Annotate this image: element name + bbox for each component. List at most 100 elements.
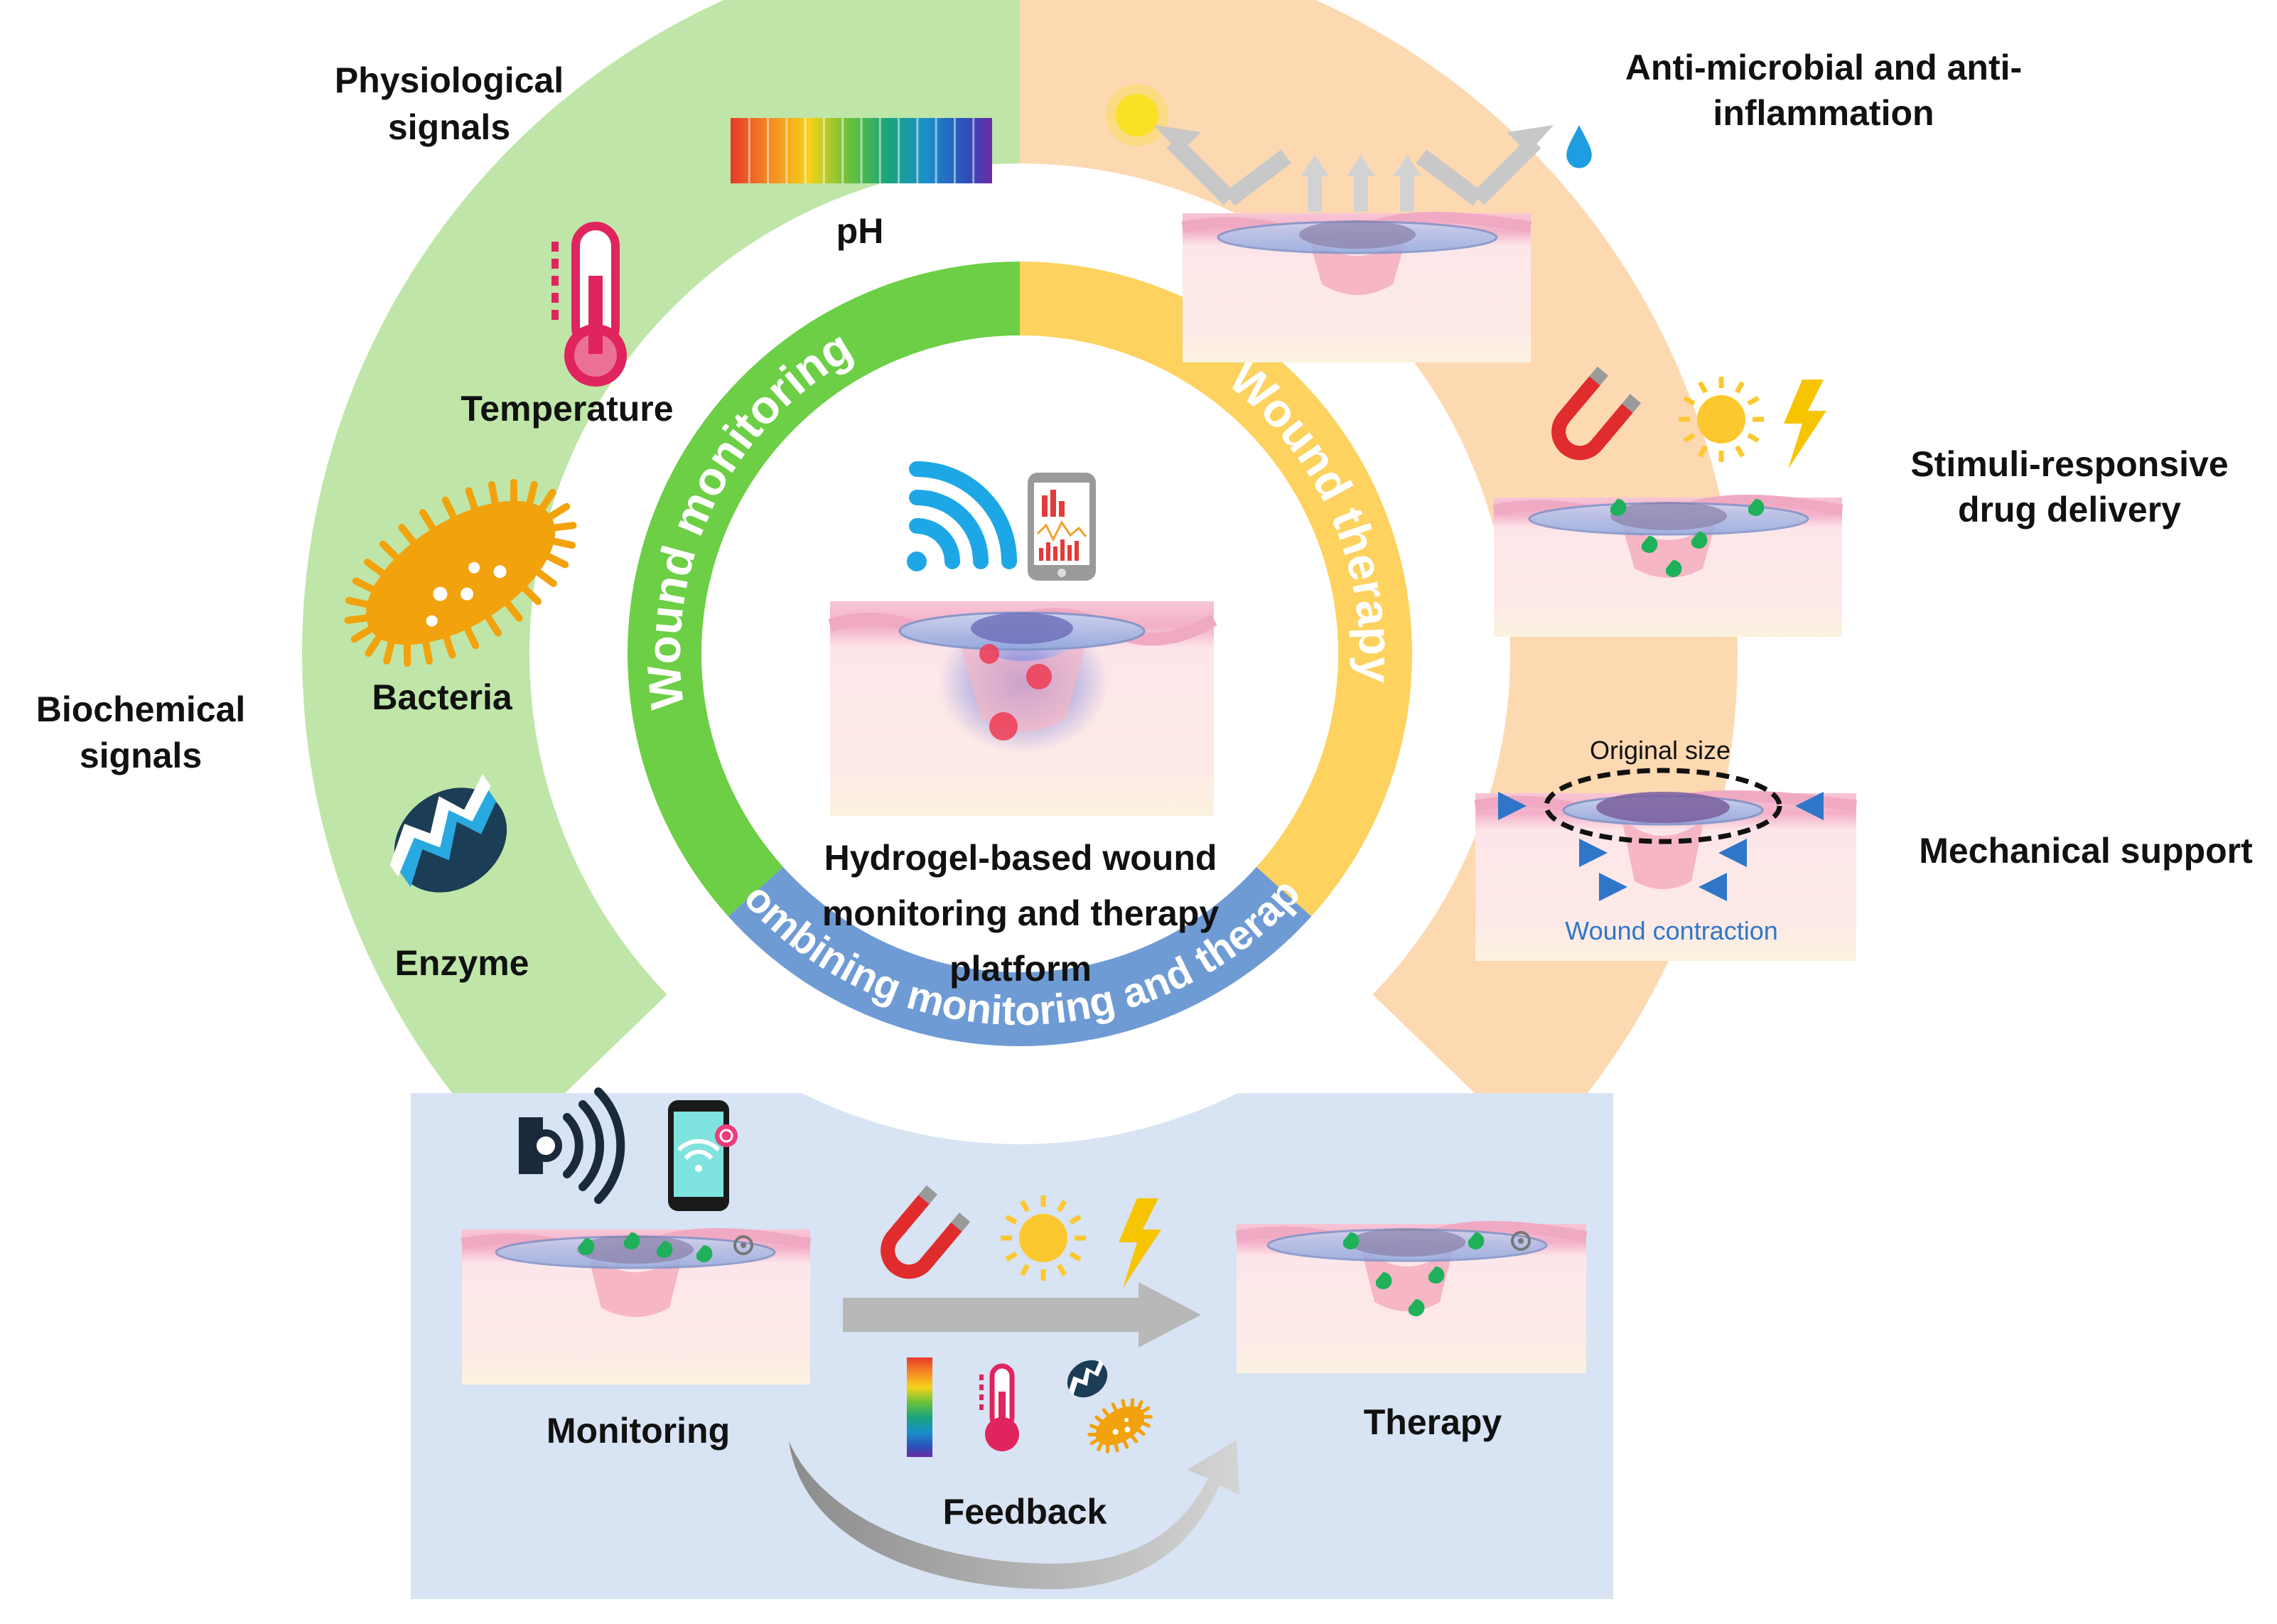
- stimuli-skin-block: [1492, 366, 1843, 637]
- bottom-panel-content: Monitoring: [461, 1087, 1588, 1589]
- bottom-lightning-icon: [1119, 1198, 1161, 1288]
- bacteria-cilium: [1097, 1441, 1104, 1451]
- bacteria-cilium: [344, 614, 370, 624]
- bacteria-cilium: [1122, 1439, 1129, 1449]
- bacteria-cilium: [364, 559, 387, 577]
- droplet-icon: [1566, 125, 1592, 168]
- bottom-thermometer-icon: [979, 1363, 1019, 1451]
- bacteria-cilium: [1141, 1406, 1151, 1414]
- feedback-label: Feedback: [943, 1492, 1107, 1532]
- sun-ray: [1056, 1200, 1067, 1212]
- wound-therapy-segment: [1020, 262, 1412, 917]
- center-title-line-1: Hydrogel-based wound: [824, 838, 1217, 878]
- original-size-label: Original size: [1590, 736, 1730, 765]
- smartphone-wifi-icon: [668, 1100, 738, 1211]
- sun-ray: [1697, 445, 1708, 458]
- center-skin-block: [828, 601, 1217, 816]
- bacteria-cilium: [526, 480, 538, 507]
- bacteria-cilium: [544, 552, 569, 569]
- sun-ray: [1747, 395, 1760, 407]
- bottom-monitoring-label: Monitoring: [547, 1411, 730, 1451]
- bacteria-cilium: [1141, 1421, 1151, 1428]
- bottom-sun-icon: [1001, 1195, 1086, 1281]
- physiological-label-line-1: Physiological: [335, 60, 564, 100]
- bacteria-cilium: [441, 496, 458, 521]
- bacteria-cilium: [345, 596, 371, 608]
- bacteria-icon: [344, 478, 577, 667]
- antimicrobial-skin-block: [1106, 84, 1592, 362]
- biochemical-label-line-2: signals: [80, 736, 202, 775]
- stimuli-label-line-1: Stimuli-responsive: [1910, 444, 2228, 484]
- physiological-label-line-2: signals: [388, 107, 510, 147]
- sun-ray: [1056, 1264, 1067, 1276]
- bacteria-cilium: [350, 625, 374, 643]
- sun-ray: [1019, 1264, 1030, 1276]
- bottom-ph-scale-icon: [907, 1357, 932, 1457]
- bacteria-cilium: [1136, 1400, 1143, 1410]
- sun-ray: [1069, 1251, 1082, 1262]
- sun-ray: [1005, 1251, 1018, 1262]
- sun-ray: [1683, 432, 1696, 443]
- magnet-icon: [1551, 366, 1642, 461]
- original-size-ellipse: [1544, 768, 1782, 844]
- feedback-arrow: [789, 1440, 1239, 1589]
- bacteria-cilium: [1089, 1424, 1099, 1430]
- lightning-icon: [1784, 380, 1826, 469]
- bacteria-cilium: [1089, 1438, 1099, 1446]
- bacteria-cilium: [550, 537, 576, 549]
- sun-ray: [1019, 1200, 1030, 1212]
- sensor-signal-icon: [519, 1087, 625, 1204]
- process-arrow: [843, 1282, 1201, 1348]
- antimicrobial-label-line-1: Anti-microbial and anti-: [1625, 48, 2022, 87]
- thermometer-icon: [551, 222, 627, 387]
- sun-ray: [1747, 432, 1760, 443]
- sun-ray: [1734, 445, 1745, 458]
- mechanical-skin-block: Original size Wound contraction: [1474, 736, 1858, 961]
- bacteria-label: Bacteria: [372, 677, 513, 717]
- center-illustration: Hydrogel-based wound monitoring and ther…: [822, 461, 1219, 989]
- temperature-label: Temperature: [461, 389, 673, 429]
- bacteria-cilium: [419, 509, 436, 532]
- mechanical-label: Mechanical support: [1919, 831, 2253, 871]
- bacteria-cilium: [422, 639, 434, 665]
- ph-scale-icon: [731, 118, 992, 183]
- bacteria-cilium: [1111, 1402, 1118, 1412]
- bacteria-cilium: [1130, 1398, 1135, 1409]
- bottom-therapy-label: Therapy: [1364, 1402, 1502, 1442]
- sun-icon: [1679, 377, 1764, 462]
- antimicrobial-label-line-2: inflammation: [1713, 93, 1934, 133]
- bottom-bacteria-icon: [1087, 1398, 1153, 1453]
- sun-ray: [1069, 1214, 1082, 1225]
- bottom-enzyme-icon: [1067, 1359, 1108, 1398]
- bacteria-cilium: [465, 487, 478, 512]
- wifi-icon: [907, 461, 1017, 571]
- wound-monitoring-segment: [628, 262, 1020, 917]
- bacteria-cilium: [352, 577, 377, 593]
- sun-ray: [1697, 381, 1708, 394]
- ph-label: pH: [836, 211, 884, 251]
- bacteria-cilium: [1105, 1443, 1110, 1453]
- sun-ray: [1005, 1214, 1018, 1225]
- bottom-therapy-skin-block: [1235, 1220, 1588, 1373]
- stimuli-label-line-2: drug delivery: [1958, 490, 2181, 529]
- bacteria-cilium: [383, 639, 395, 665]
- bacteria-cilium: [1094, 1415, 1104, 1424]
- bacteria-cilium: [521, 585, 542, 606]
- right-sector-content: Anti-microbial and anti- inflammation St…: [1106, 48, 2253, 961]
- bacteria-cilium: [1136, 1428, 1146, 1436]
- bacteria-cilium: [488, 480, 499, 507]
- bottom-magnet-icon: [881, 1185, 971, 1279]
- smartphone-chart-icon: [1028, 473, 1096, 581]
- wound-contraction-label: Wound contraction: [1565, 916, 1778, 945]
- center-title-line-3: platform: [949, 949, 1092, 989]
- bacteria-cilium: [1102, 1408, 1110, 1417]
- bacteria-cilium: [398, 524, 417, 546]
- bacteria-cilium: [1142, 1414, 1153, 1419]
- left-sector-content: Physiological signals Biochemical signal…: [36, 60, 992, 983]
- bacteria-cilium: [1130, 1434, 1138, 1443]
- biochemical-label-line-1: Biochemical: [36, 689, 246, 729]
- bacteria-cilium: [1121, 1399, 1126, 1409]
- bacteria-cilium: [539, 488, 556, 512]
